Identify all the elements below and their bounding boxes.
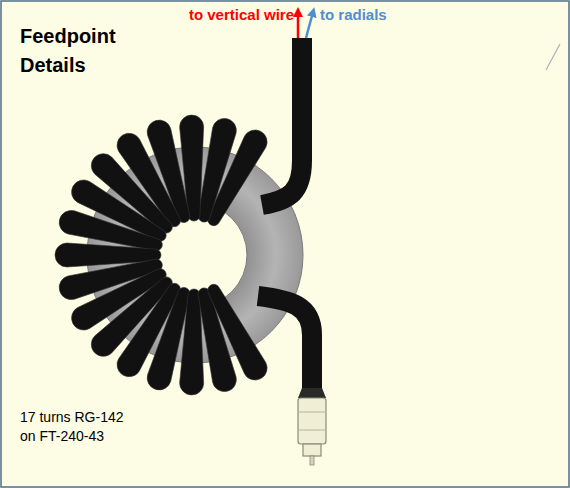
leader-line [546, 44, 560, 70]
coax-lead [262, 38, 302, 205]
coax-lead [258, 296, 312, 392]
coax-windings [55, 115, 271, 396]
wire-red [297, 12, 300, 38]
wire-blue [306, 12, 313, 38]
feed-label: to vertical wire [189, 5, 294, 25]
core-note: 17 turns RG-142 on FT-240-43 [20, 408, 142, 446]
feed-label: to radials [320, 5, 387, 25]
diagram-title: Feedpoint Details [20, 22, 132, 80]
bnc-connector [298, 388, 326, 465]
